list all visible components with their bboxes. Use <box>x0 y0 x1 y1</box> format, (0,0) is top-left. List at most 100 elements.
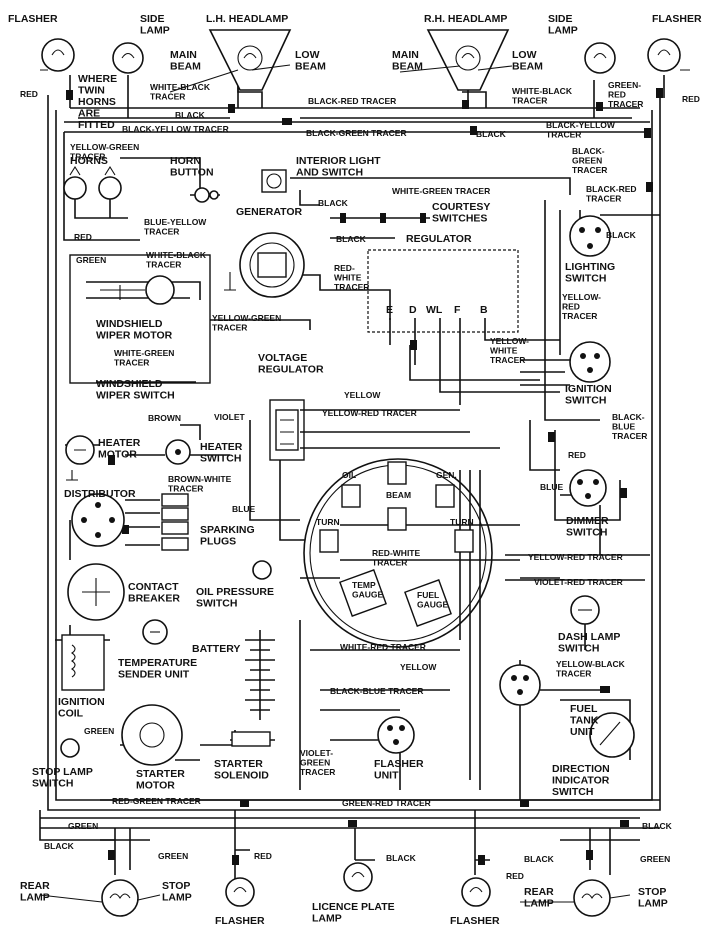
wire-label: BLACK-BLUE TRACER <box>330 686 424 696</box>
stop-lamp-switch-symbol <box>60 738 80 758</box>
label-gauge-turn-left: TURN <box>316 517 340 527</box>
flasher-top-left-symbol <box>40 38 75 72</box>
wire-label: RED <box>506 871 524 881</box>
sparking-plugs-symbol <box>161 493 189 551</box>
wire-label: BLACK-RED TRACER <box>308 96 396 106</box>
wire-label: YELLOW-RED TRACER <box>528 552 623 562</box>
flasher-bottom-right-symbol <box>461 877 491 907</box>
direction-indicator-symbol <box>499 664 541 706</box>
wire-label: BLACK <box>606 230 637 240</box>
starter-solenoid-symbol <box>231 731 271 747</box>
flasher-unit-symbol <box>377 716 415 754</box>
regulator-terminal: B <box>480 304 488 316</box>
gauge-lamps-symbol <box>319 461 474 627</box>
connectors <box>66 88 663 865</box>
starter-motor-symbol <box>121 704 183 766</box>
wire-label: BLACK <box>524 854 555 864</box>
battery-symbol <box>245 639 275 711</box>
wire-label: VIOLET-RED TRACER <box>534 577 623 587</box>
rear-lamp-right-symbol <box>573 879 611 917</box>
side-lamp-right-symbol <box>584 42 616 74</box>
label-flasher-bottom-right: FLASHER <box>450 915 500 927</box>
dash-lamp-switch-symbol <box>570 595 600 625</box>
rear-lamp-left-symbol <box>101 879 139 917</box>
courtesy-switches-symbol <box>340 213 426 223</box>
dimmer-switch-symbol <box>569 469 607 507</box>
label-flasher-top-right: FLASHER <box>652 13 702 25</box>
label-gauge-gen: GEN. <box>436 470 457 480</box>
ignition-switch-symbol <box>569 341 611 383</box>
ignition-coil-symbol <box>61 634 105 691</box>
regulator-terminal: F <box>454 304 461 316</box>
regulator-terminal: WL <box>426 304 443 316</box>
fuel-tank-unit-symbol <box>589 712 635 758</box>
wire-label: BLACK-YELLOW TRACER <box>122 124 229 134</box>
temperature-sender-symbol <box>142 619 168 645</box>
wire-label: YELLOW <box>344 390 381 400</box>
oil-pressure-symbol <box>252 560 272 580</box>
wire-label: BLACK <box>386 853 417 863</box>
wire-label: RED-GREEN TRACER <box>112 796 201 806</box>
wire-label: BLACK <box>44 841 75 851</box>
wire-label: YELLOW-RED TRACER <box>322 408 417 418</box>
licence-plate-lamp-symbol <box>343 862 373 892</box>
label-rh-headlamp: R.H. HEADLAMP <box>424 13 507 25</box>
wire-label: VIOLET <box>214 412 246 422</box>
label-gauge-turn-right: TURN <box>450 517 474 527</box>
wire-label: RED <box>568 450 586 460</box>
wire-label: WHITE-RED TRACER <box>340 642 426 652</box>
wire-label: BLACK <box>336 234 367 244</box>
regulator-terminals: E D WL F B <box>386 304 488 316</box>
wire-label: YELLOW <box>400 662 437 672</box>
label-horns: HORNS <box>70 155 108 167</box>
wire-label: GREEN-RED TRACER <box>342 798 431 808</box>
interior-light-symbol <box>261 169 287 193</box>
component-symbols <box>39 29 690 917</box>
generator-symbol <box>224 232 305 298</box>
label-flasher-bottom-left: FLASHER <box>215 915 265 927</box>
wire-label: BLACK <box>476 129 507 139</box>
label-flasher-top-left: FLASHER <box>8 13 58 25</box>
horn-button-symbol <box>194 187 219 203</box>
wire-label: BLUE <box>232 504 255 514</box>
